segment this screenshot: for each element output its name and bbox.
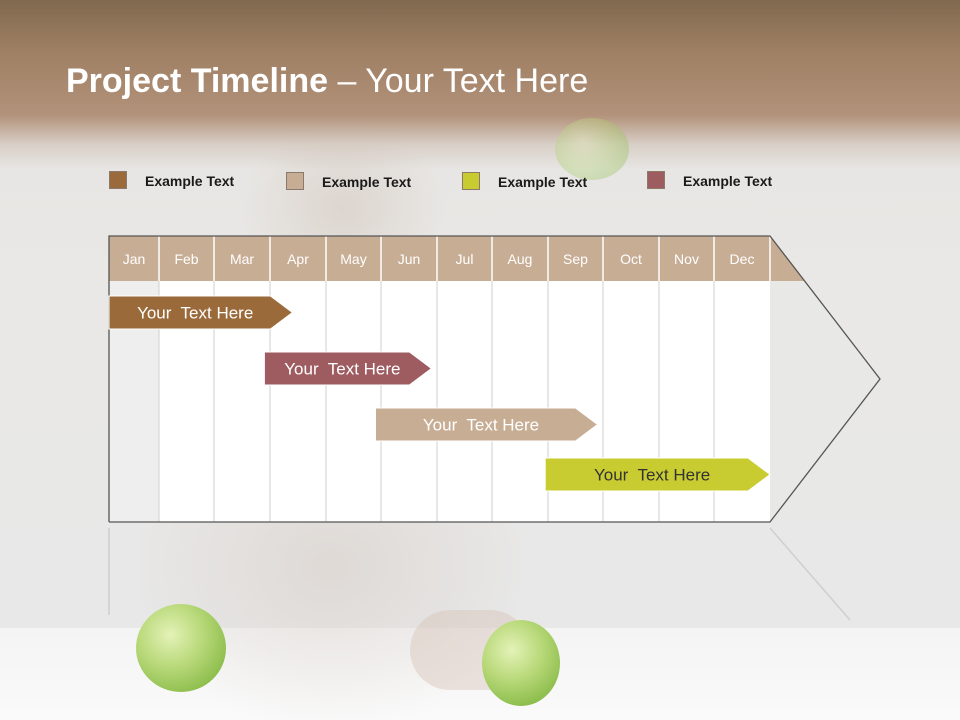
task-bar-label: Your Text Here (594, 466, 710, 485)
month-label: Jun (398, 251, 421, 267)
title-bold: Project Timeline (66, 62, 329, 100)
month-label: Oct (620, 251, 642, 267)
reflection-line (769, 527, 851, 621)
legend-label: Example Text (498, 174, 588, 190)
month-label: Mar (230, 251, 254, 267)
month-label: Nov (674, 251, 699, 267)
month-header-band (109, 236, 805, 281)
legend-swatch (109, 171, 127, 189)
task-bar-shape (375, 407, 599, 442)
task-bar[interactable]: Your Text Here (544, 457, 771, 492)
month-label: Aug (508, 251, 533, 267)
month-column (437, 281, 492, 522)
month-column (381, 281, 437, 522)
task-bar-shape (108, 295, 294, 330)
month-label: May (340, 251, 366, 267)
background-apple-top (555, 118, 629, 180)
task-bar[interactable]: Your Text Here (263, 351, 433, 386)
timeline-frame (108, 235, 881, 523)
legend-swatch (647, 171, 665, 189)
background-apple-right (482, 620, 560, 706)
task-bar[interactable]: Your Text Here (375, 407, 599, 442)
month-label: Dec (730, 251, 755, 267)
month-label: Sep (563, 251, 588, 267)
legend-label: Example Text (683, 173, 773, 189)
legend-swatch (286, 172, 304, 190)
task-bar-label: Your Text Here (137, 304, 253, 323)
task-bar[interactable]: Your Text Here (108, 295, 294, 330)
header-band (0, 0, 960, 170)
task-bar-shape (544, 457, 771, 492)
title-rest: – Your Text Here (328, 62, 589, 100)
month-label: Jul (456, 251, 474, 267)
task-bar-label: Your Text Here (284, 360, 400, 379)
month-column (326, 281, 381, 522)
task-bar-shape (263, 351, 433, 386)
month-label: Apr (287, 251, 309, 267)
legend-label: Example Text (322, 174, 412, 190)
legend-swatch (462, 172, 480, 190)
task-bar-label: Your Text Here (423, 416, 539, 435)
month-label: Feb (174, 251, 198, 267)
slide-title: Project Timeline – Your Text Here (66, 58, 588, 104)
month-label: Jan (123, 251, 146, 267)
legend-label: Example Text (145, 173, 235, 189)
background-apple-left (136, 604, 226, 692)
month-column (492, 281, 548, 522)
